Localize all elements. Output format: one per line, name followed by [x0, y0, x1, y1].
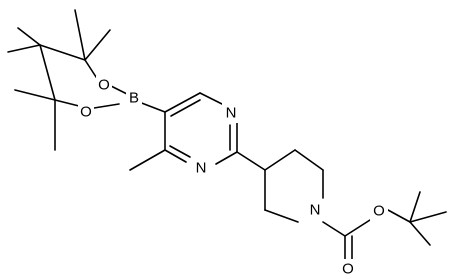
bond-n-carbonyl-c	[322, 221, 346, 237]
bond-b-c5-pyrimidine	[138, 101, 166, 113]
label-bg-o-carbonyl	[339, 259, 357, 279]
bond-c6-n1	[199, 92, 223, 105]
bond-methyl-1	[17, 27, 41, 46]
bond-c4-o-bottom	[54, 99, 80, 107]
atom-n1: N	[226, 105, 237, 122]
label-bg-o-ester	[370, 201, 388, 221]
label-bg-o-top	[96, 76, 112, 94]
label-bg-pip-n	[306, 200, 324, 220]
bond-c5-c6	[164, 92, 201, 113]
bond-tbu-methyl-1	[409, 211, 447, 223]
atom-o-ester: O	[373, 203, 385, 220]
label-bg-n1	[222, 103, 240, 123]
bond-c4-c4-ring	[39, 44, 56, 101]
bond-c2-n3	[215, 151, 238, 165]
label-bg-n3	[192, 158, 210, 178]
bond-pip-c3-n	[264, 209, 299, 223]
atom-o-top: O	[98, 77, 110, 94]
bond-methyl-2	[7, 44, 41, 53]
atom-b: B	[129, 90, 139, 107]
bond-carbonyl-c-o-ester	[344, 219, 371, 237]
bond-c4-methyl	[129, 149, 166, 171]
bond-methyl-3	[74, 9, 86, 61]
label-bg-b	[126, 89, 142, 107]
pinacol-ring	[39, 44, 128, 109]
label-bg-o-bottom	[78, 103, 94, 121]
bond-tbu-methyl-2	[409, 191, 421, 223]
atom-o-bottom: O	[80, 104, 92, 121]
pinacol-methyls	[7, 9, 111, 151]
bond-c5-c6-double	[170, 99, 201, 117]
bond-c2-piperidine	[236, 151, 266, 171]
bond-b-o-bottom	[93, 103, 120, 109]
bond-n3-c4-double	[169, 145, 191, 158]
bond-o-top-b	[110, 85, 128, 95]
boc-group	[322, 191, 447, 261]
pyrimidine-ring	[164, 92, 238, 165]
atom-n3: N	[196, 160, 207, 177]
bond-c5-o-top	[84, 59, 99, 81]
bond-n3-c4	[164, 149, 187, 163]
bond-pip-c5-c4	[264, 149, 296, 171]
bond-o-ester-tbu	[387, 209, 411, 223]
atom-o-carbonyl: O	[342, 261, 354, 278]
bond-pip-c6-c5	[294, 149, 324, 171]
bond-methyl-4	[84, 29, 111, 61]
atom-labels: O B O N N N O O	[78, 76, 388, 279]
atom-piperidine-n: N	[310, 202, 321, 219]
piperidine-ring	[264, 149, 324, 223]
bond-c4-c5-pinacol	[39, 44, 86, 61]
bond-methyl-5	[14, 89, 56, 101]
bond-tbu-methyl-3	[409, 221, 431, 246]
